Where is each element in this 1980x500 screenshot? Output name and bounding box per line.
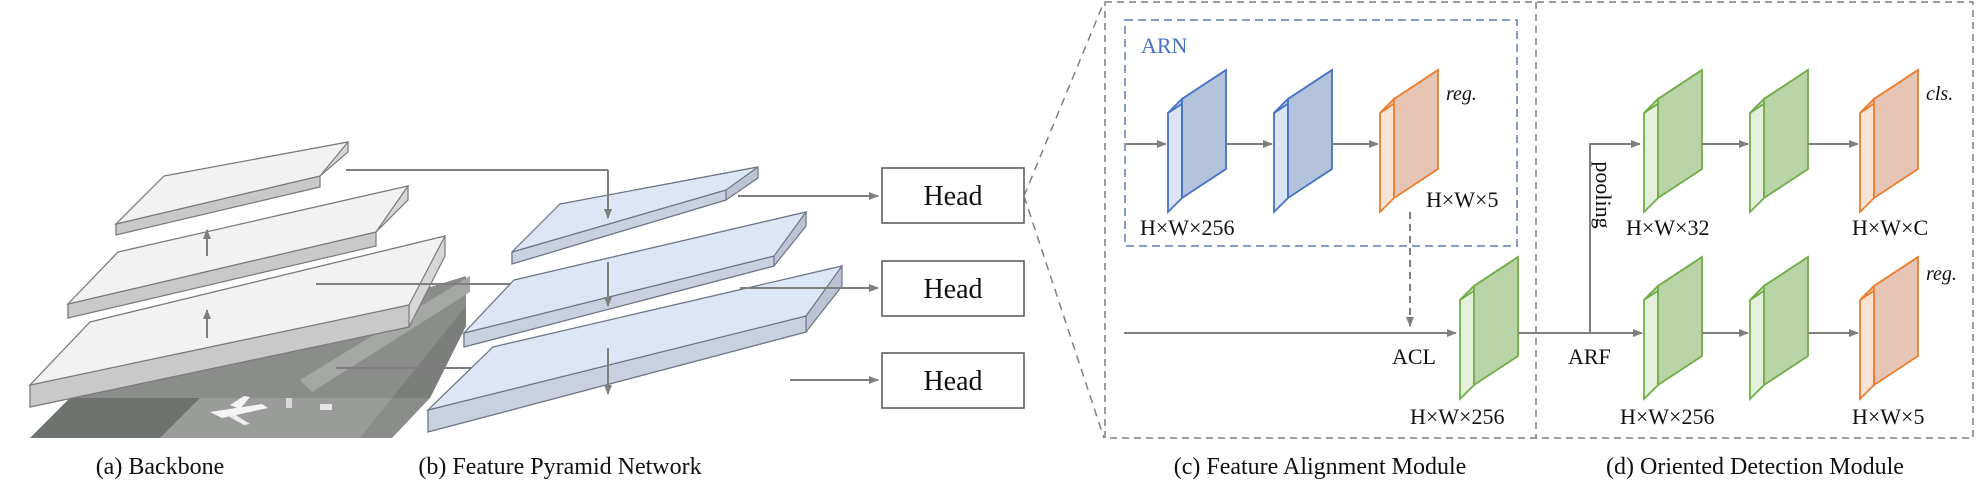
odm-dim-label: H×W×256 — [1620, 404, 1714, 429]
odm-caption: (d) Oriented Detection Module — [1606, 454, 1904, 480]
head-box: Head — [881, 167, 1025, 224]
cls-feature-block — [1749, 68, 1809, 215]
acl-label: ACL — [1392, 344, 1436, 369]
arn-conv-block — [1273, 68, 1333, 215]
head-label: Head — [923, 274, 982, 305]
cls-label: cls. — [1926, 83, 1953, 105]
feature-alignment-module: ARN reg. H×W×256 H×W×5 ACL — [1124, 19, 1519, 480]
backbone-layer-middle — [66, 185, 410, 319]
fpn-layer-top — [511, 166, 759, 265]
reg-feature-block — [1749, 255, 1809, 402]
odm-dim-label: H×W×5 — [1852, 404, 1924, 429]
arn-reg-label: reg. — [1446, 83, 1477, 105]
head-label: Head — [923, 181, 982, 212]
arn-label: ARN — [1141, 33, 1188, 58]
head-box: Head — [881, 260, 1025, 317]
backbone-layer-top — [114, 141, 350, 236]
arn-dim-label: H×W×256 — [1140, 215, 1234, 240]
aligned-feature-block — [1459, 255, 1519, 402]
odm-dim-label: H×W×C — [1852, 215, 1928, 240]
fpn-caption: (b) Feature Pyramid Network — [418, 454, 701, 480]
head-box: Head — [881, 352, 1025, 409]
backbone-layer-bottom — [28, 235, 447, 408]
cls-output-block — [1859, 68, 1919, 215]
odm-branch-top — [1589, 140, 1641, 333]
arn-conv-block — [1167, 68, 1227, 215]
head-label: Head — [923, 366, 982, 397]
arn-box — [1124, 19, 1518, 247]
reg-output-block — [1859, 255, 1919, 402]
fam-output-dim: H×W×256 — [1410, 404, 1504, 429]
feature-pyramid-network: (b) Feature Pyramid Network — [418, 166, 844, 480]
arf-label: ARF — [1568, 344, 1611, 369]
backbone-caption: (a) Backbone — [96, 454, 225, 480]
fam-caption: (c) Feature Alignment Module — [1174, 454, 1467, 480]
airplane-icon — [210, 396, 268, 425]
zoom-line — [1023, 195, 1105, 439]
cls-feature-block — [1643, 68, 1703, 215]
arn-dim-label: H×W×5 — [1426, 187, 1498, 212]
oriented-detection-module: pooling ARF cls. H×W×32 H×W×C — [1518, 68, 1957, 480]
zoom-line — [1023, 1, 1105, 197]
pooling-label: pooling — [1591, 161, 1616, 228]
odm-dim-label: H×W×32 — [1626, 215, 1709, 240]
reg-feature-block — [1643, 255, 1703, 402]
fpn-layer-bottom — [425, 265, 844, 433]
arn-reg-block — [1379, 68, 1439, 215]
head-detail-box — [1104, 1, 1974, 439]
backbone: (a) Backbone — [28, 141, 470, 480]
fpn-layer-middle — [462, 211, 808, 348]
odm-reg-label: reg. — [1926, 263, 1957, 285]
